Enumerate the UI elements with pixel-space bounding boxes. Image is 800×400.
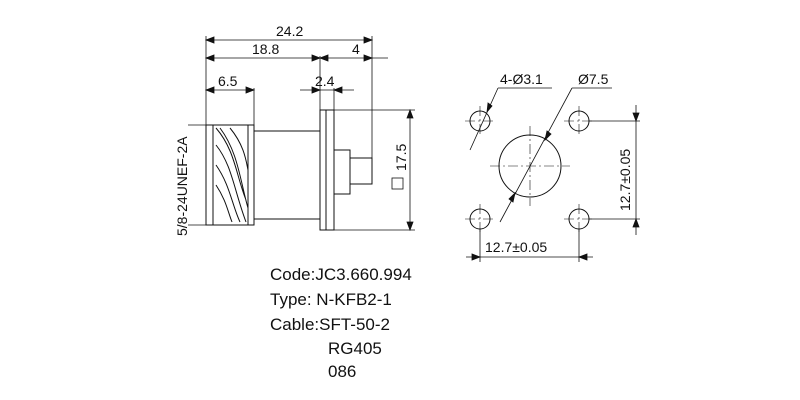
side-view <box>205 109 373 231</box>
dim-body-length: 18.8 <box>252 41 279 57</box>
dim-flange-thickness: 2.4 <box>315 73 335 89</box>
dim-center-diameter: Ø7.5 <box>578 71 609 87</box>
flange-outline <box>319 109 335 231</box>
info-type: Type: N-KFB2-1 <box>270 290 392 309</box>
dim-hole-spacing-vertical: 12.7±0.05 <box>617 149 633 211</box>
dim-overall-length: 24.2 <box>276 23 303 39</box>
dim-flange-square: 17.5 <box>393 144 409 171</box>
side-dimensions <box>188 36 415 232</box>
centerlines <box>465 106 594 234</box>
dim-pin-length: 4 <box>352 41 360 57</box>
barrel-outline <box>253 130 321 220</box>
dim-hole-callout: 4-Ø3.1 <box>500 71 543 87</box>
dim-hole-spacing-horizontal: 12.7±0.05 <box>485 239 547 255</box>
front-view <box>469 110 590 230</box>
thread-helix <box>215 127 249 223</box>
info-cable-alt1: RG405 <box>328 339 382 358</box>
info-cable: Cable:SFT-50-2 <box>270 315 390 334</box>
info-code: Code:JC3.660.994 <box>270 265 412 284</box>
dim-thread-spec: 5/8-24UNEF-2A <box>174 136 190 236</box>
info-cable-alt2: 086 <box>328 362 357 381</box>
dim-thread-length: 6.5 <box>218 73 238 89</box>
front-dimensions <box>466 87 640 262</box>
rear-pin-outline <box>334 149 373 195</box>
